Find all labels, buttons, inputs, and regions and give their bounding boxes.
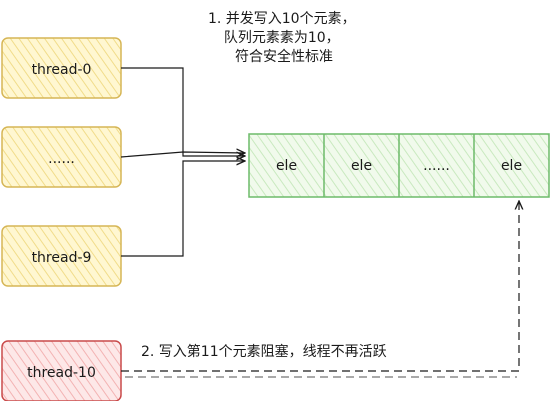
edge-thread-9-to-queue	[121, 161, 245, 257]
thread-box-9: thread-9	[1, 225, 122, 287]
thread-label-ellipsis: ......	[48, 151, 75, 167]
queue: ele ele ...... ele	[248, 133, 550, 198]
note-blocked-write: 2. 写入第11个元素阻塞，线程不再活跃	[141, 343, 387, 360]
edge-thread-10-blocked	[121, 201, 519, 372]
queue-cell-label: ele	[276, 158, 297, 174]
thread-box-0: thread-0	[1, 37, 122, 99]
note-1-line-3: 符合安全性标准	[235, 48, 333, 65]
note-1-line-2: 队列元素素为10，	[224, 30, 340, 46]
thread-box-ellipsis: ......	[1, 126, 122, 188]
edge-thread-0-to-queue	[121, 67, 245, 156]
edge-thread-ellipsis-to-queue	[120, 152, 245, 158]
queue-cell-label: ......	[423, 158, 450, 174]
thread-label-10: thread-10	[27, 365, 96, 381]
queue-cell-label: ele	[501, 158, 522, 174]
thread-box-10-blocked: thread-10	[1, 340, 122, 401]
thread-label-9: thread-9	[32, 250, 92, 266]
note-concurrent-write: 1. 并发写入10个元素， 队列元素素为10， 符合安全性标准	[208, 11, 360, 65]
note-1-line-1: 1. 并发写入10个元素，	[208, 11, 356, 27]
queue-cell-label: ele	[351, 158, 372, 174]
thread-label-0: thread-0	[32, 62, 92, 78]
write-edges	[120, 67, 245, 257]
